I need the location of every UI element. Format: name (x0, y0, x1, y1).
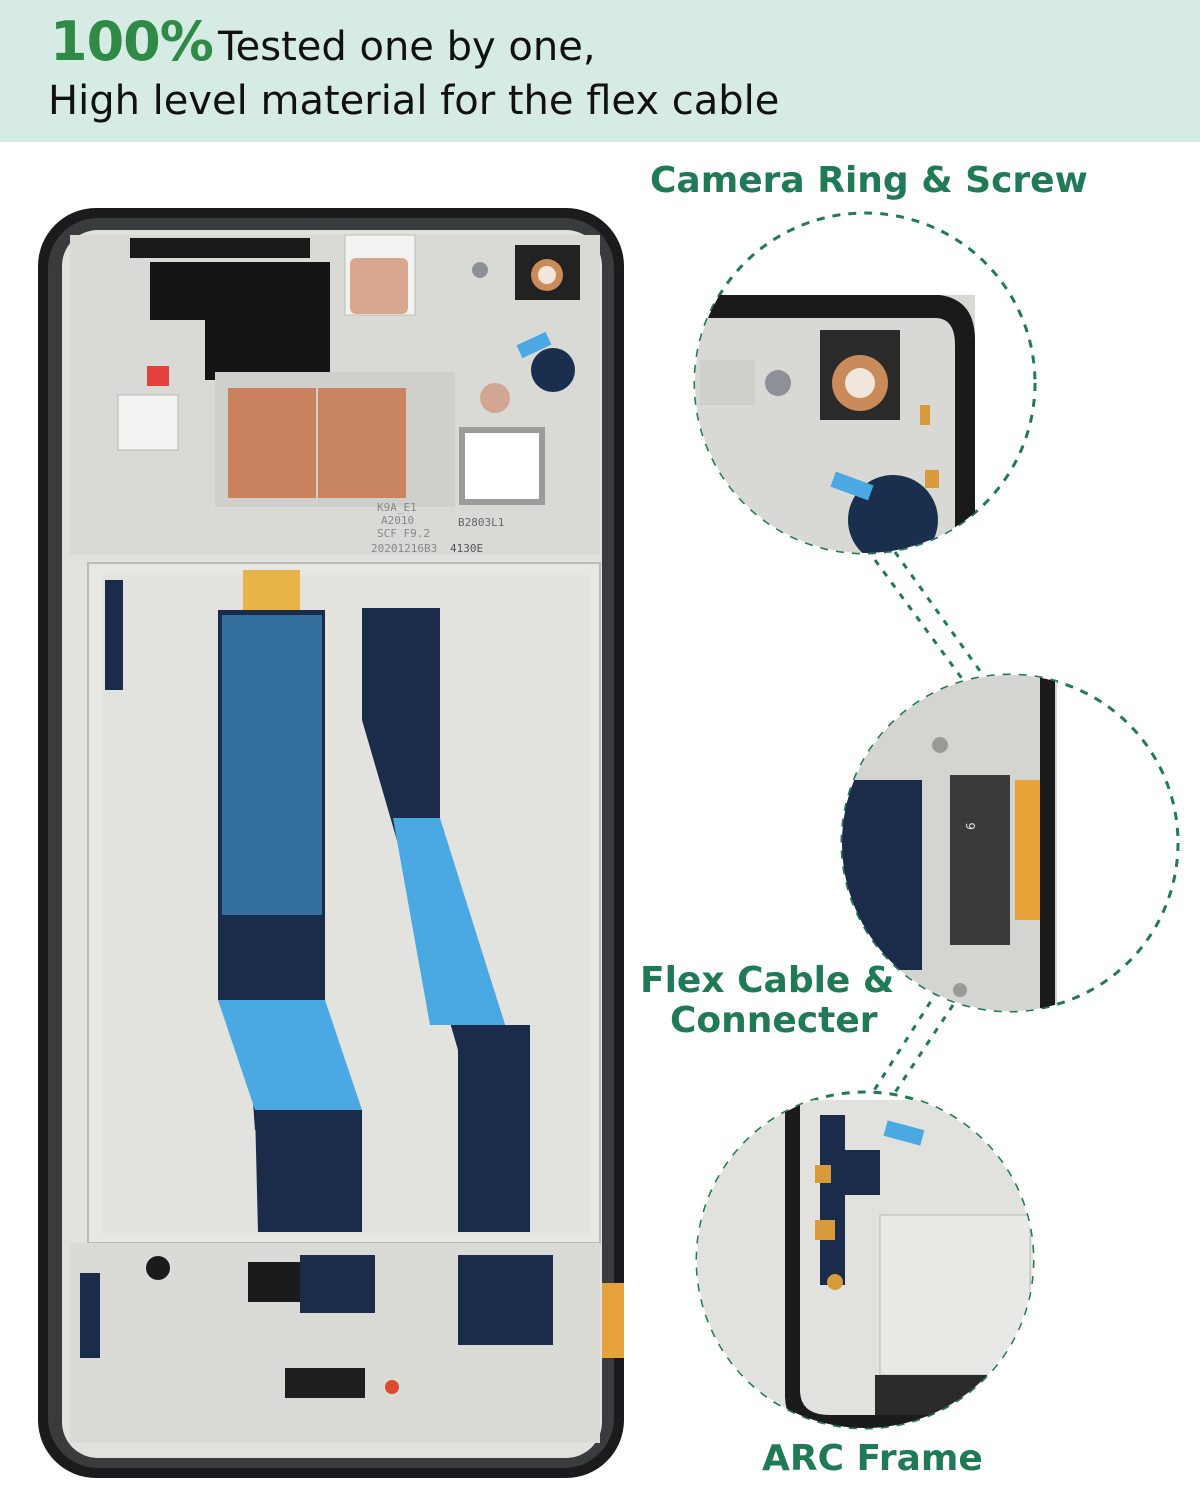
camera-zoom-circle (693, 211, 1037, 555)
black-shield-plate (150, 262, 330, 380)
blue-tape-top (516, 331, 552, 359)
copper-foil-left (228, 388, 316, 498)
left-flex-tape (222, 615, 322, 915)
left-flex-blue-band (218, 1000, 362, 1110)
speaker-hole (146, 1256, 170, 1280)
port-bracket (117, 394, 179, 451)
left-flex-lower (255, 1110, 362, 1232)
screw-icon (472, 262, 488, 278)
svg-text:6: 6 (964, 822, 978, 830)
bottom-right-flex (458, 1255, 553, 1345)
sticker-text-1: K9A_E1 (377, 501, 417, 514)
bottom-flex-pad (300, 1255, 375, 1313)
callout-arc-frame: ARC Frame (762, 1438, 983, 1479)
side-flex-strip (105, 580, 123, 690)
callout-flex-line2: Connecter (670, 1000, 878, 1041)
banner-line1: Tested one by one, (218, 24, 596, 70)
part-code: B2803L1 (458, 516, 504, 529)
callout-flex-line1: Flex Cable & (640, 960, 895, 1001)
camera-lens (538, 266, 556, 284)
sticker-text-2: A2010 (381, 514, 414, 527)
red-screw-icon (385, 1380, 399, 1394)
date-code: 20201216B3 (371, 542, 437, 555)
sticker-text-3: SCF F9.2 (377, 527, 430, 540)
right-flex-blue-band (393, 818, 505, 1025)
banner-line2: High level material for the flex cable (48, 78, 780, 124)
bottom-left-flex (80, 1273, 100, 1358)
flex-zoom-circle: 6 (840, 673, 1180, 1013)
gold-connector-tab (243, 570, 300, 610)
top-banner: 100% Tested one by one, High level mater… (0, 0, 1200, 142)
white-window (459, 427, 545, 505)
phone-assembly: K9A_E1 A2010 SCF F9.2 B2803L1 20201216B3… (38, 208, 624, 1478)
copper-foil-right (318, 388, 406, 498)
callout-camera-ring: Camera Ring & Screw (650, 160, 1088, 201)
bottom-black-block (248, 1262, 306, 1302)
orange-connector (602, 1283, 624, 1358)
round-flex-tab (531, 348, 575, 392)
product-illustration: K9A_E1 A2010 SCF F9.2 B2803L1 20201216B3… (38, 208, 1180, 1478)
red-connector (147, 366, 169, 386)
frame-zoom-circle (695, 1090, 1035, 1430)
callout-connectors (866, 551, 987, 1101)
copper-sensor-pad (350, 258, 408, 314)
banner-highlight: 100% (50, 10, 214, 73)
stamp-mark: 4130E (450, 542, 483, 555)
top-connector-strip (130, 238, 310, 258)
usb-port-block (285, 1368, 365, 1398)
sensor-dot (480, 383, 510, 413)
